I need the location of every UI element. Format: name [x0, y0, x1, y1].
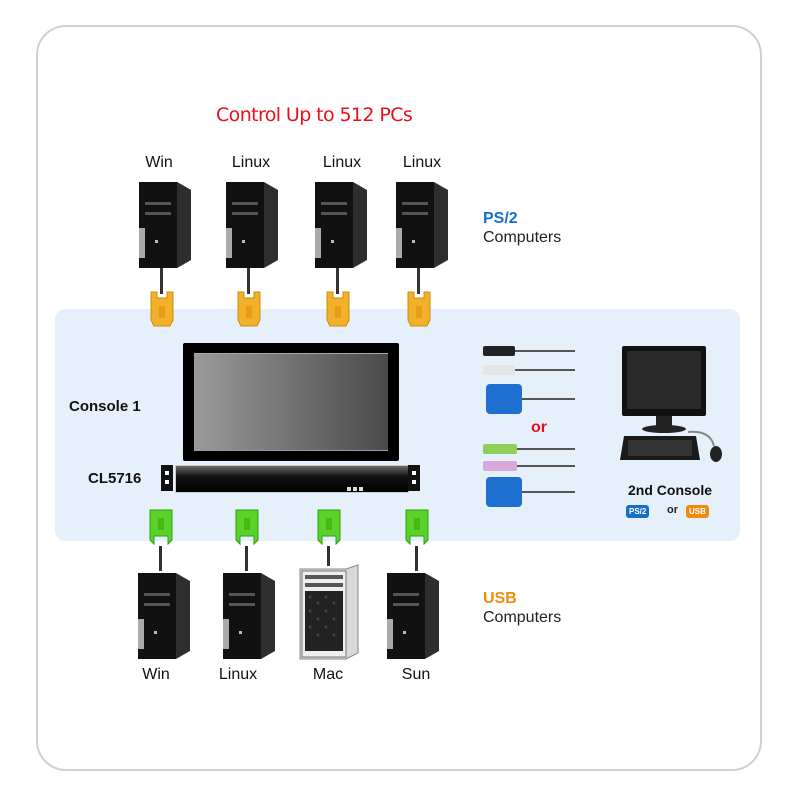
tower-pc-icon — [139, 182, 191, 268]
yellow-ps2-kvm-cable-icon — [326, 291, 350, 327]
usb-subheading: Computers — [483, 609, 562, 626]
pink-plug-icon — [483, 461, 517, 471]
wire — [515, 350, 575, 352]
yellow-ps2-kvm-cable-icon — [407, 291, 431, 327]
usb-computer-label: Win — [142, 666, 170, 683]
or-text: or — [531, 419, 547, 436]
kvm-switch-icon — [175, 465, 409, 493]
rack-ear-right — [408, 465, 420, 491]
wire — [517, 448, 575, 450]
mac-pro-icon — [299, 564, 359, 660]
device-model-label: CL5716 — [88, 470, 142, 487]
ps2-heading: PS/2 — [483, 210, 518, 227]
usb-computer-label: Mac — [312, 666, 344, 683]
diagram-title: Control Up to 512 PCs — [216, 104, 413, 126]
tower-pc-icon — [315, 182, 367, 268]
green-usb-kvm-cable-icon — [149, 509, 173, 546]
yellow-ps2-kvm-cable-icon — [237, 291, 261, 327]
tower-pc-icon — [223, 573, 275, 659]
rack-ear-left — [161, 465, 173, 491]
wire — [515, 369, 575, 371]
tower-pc-icon — [396, 182, 448, 268]
green-usb-kvm-cable-icon — [235, 509, 259, 546]
cable — [417, 268, 420, 294]
second-console-label: 2nd Console — [628, 482, 713, 498]
cable — [160, 268, 163, 294]
ps2-black-plug-icon — [483, 346, 515, 356]
tower-pc-icon — [226, 182, 278, 268]
cable — [245, 546, 248, 571]
led-indicators — [347, 478, 365, 496]
ps2-white-plug-icon — [483, 365, 515, 375]
ps2-computer-label: Linux — [322, 154, 362, 171]
badge-or-text: or — [667, 504, 678, 516]
tower-pc-icon — [387, 573, 439, 659]
vga-blue-plug-icon — [486, 477, 522, 507]
usb-computer-label: Linux — [218, 666, 258, 683]
cable — [159, 546, 162, 571]
wire — [522, 491, 575, 493]
ps2-computer-label: Linux — [231, 154, 271, 171]
green-usb-kvm-cable-icon — [317, 509, 341, 546]
tower-pc-icon — [138, 573, 190, 659]
cable — [247, 268, 250, 294]
console1-label: Console 1 — [69, 398, 141, 415]
vga-blue-plug-icon — [486, 384, 522, 414]
ps2-computer-label: Win — [145, 154, 173, 171]
usb-heading: USB — [483, 590, 517, 607]
cable — [336, 268, 339, 294]
yellow-ps2-kvm-cable-icon — [150, 291, 174, 327]
usb-computer-label: Sun — [401, 666, 431, 683]
ps2-badge: PS/2 — [626, 505, 650, 518]
cable — [415, 546, 418, 571]
wire — [522, 398, 575, 400]
lcd-monitor-icon — [183, 343, 399, 461]
ps2-computer-label: Linux — [402, 154, 442, 171]
wire — [517, 465, 575, 467]
ps2-subheading: Computers — [483, 229, 562, 246]
desktop-workstation-icon — [620, 346, 722, 462]
usb-badge: USB — [686, 505, 709, 518]
cable — [327, 546, 330, 566]
green-plug-icon — [483, 444, 517, 454]
green-usb-kvm-cable-icon — [405, 509, 429, 546]
